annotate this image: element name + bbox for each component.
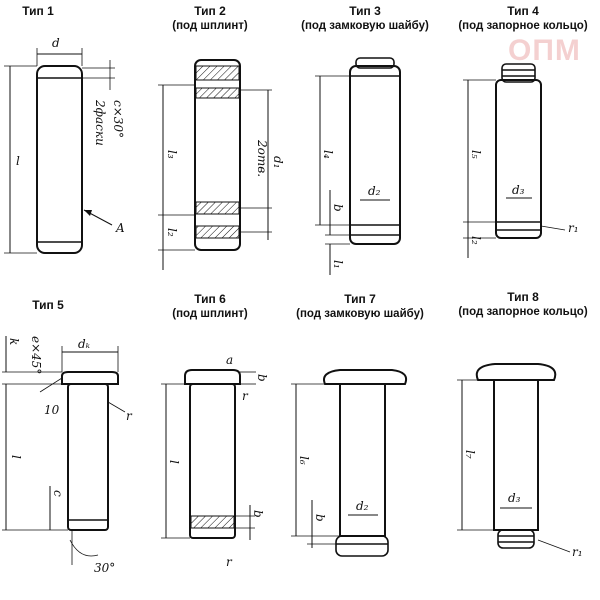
caption-title: Тип 3 bbox=[349, 4, 381, 18]
label-l5: l₅ bbox=[469, 150, 483, 159]
label-d2-type7: d₂ bbox=[356, 499, 369, 513]
pin-type-1 bbox=[4, 48, 115, 254]
caption-type-1: Тип 1 bbox=[8, 4, 68, 19]
label-k: k bbox=[7, 338, 21, 345]
label-l3: l₃ bbox=[165, 150, 179, 159]
label-d1: d₁ bbox=[271, 156, 285, 169]
caption-subtitle: (под замковую шайбу) bbox=[296, 308, 424, 320]
caption-type-2: Тип 2 (под шплинт) bbox=[150, 4, 270, 34]
label-chamfer-c30: c×30° bbox=[111, 100, 125, 138]
label-b-type6: b bbox=[251, 510, 265, 518]
caption-title: Тип 7 bbox=[344, 292, 376, 306]
caption-subtitle: (под запорное кольцо) bbox=[458, 20, 588, 32]
label-l4: l₄ bbox=[321, 150, 335, 159]
label-10: 10 bbox=[44, 403, 60, 417]
label-r-type5: r bbox=[126, 409, 133, 423]
label-r-type6: r bbox=[242, 389, 249, 403]
label-ex45: e×45° bbox=[29, 336, 43, 374]
label-r-type6-bottom: r bbox=[226, 555, 233, 569]
label-r1-type8: r₁ bbox=[572, 545, 583, 559]
pin-type-8 bbox=[457, 363, 571, 553]
label-b-type7: b bbox=[313, 514, 327, 522]
pin-type-5 bbox=[2, 336, 126, 565]
label-two-chamfers: 2фаски bbox=[93, 99, 107, 146]
pin-type-7 bbox=[291, 369, 408, 557]
pin-type-6 bbox=[161, 369, 256, 540]
caption-title: Тип 1 bbox=[22, 4, 54, 18]
caption-title: Тип 5 bbox=[32, 298, 64, 312]
label-b-type3: b bbox=[331, 204, 345, 212]
label-l6: l₆ bbox=[297, 456, 311, 465]
label-d-type1: d bbox=[52, 36, 60, 50]
caption-title: Тип 2 bbox=[194, 4, 226, 18]
label-lh: l bbox=[167, 460, 181, 464]
label-b-type6-top: b bbox=[255, 374, 269, 382]
pin-type-4 bbox=[463, 63, 566, 258]
caption-title: Тип 6 bbox=[194, 292, 226, 306]
pin-type-3 bbox=[315, 57, 401, 275]
label-c-type5: c bbox=[51, 490, 65, 497]
pin-type-2 bbox=[158, 59, 272, 270]
label-dk: dₖ bbox=[78, 337, 91, 351]
caption-type-8: Тип 8 (под запорное кольцо) bbox=[446, 290, 600, 320]
label-d3-type8: d₃ bbox=[508, 491, 521, 505]
label-l2: l₂ bbox=[165, 228, 179, 237]
label-two-holes: 2отв. bbox=[255, 139, 269, 177]
watermark-logo: ОПМ bbox=[508, 34, 581, 67]
label-l2-type4: l₂ bbox=[469, 236, 483, 245]
caption-type-5: Тип 5 bbox=[18, 298, 78, 313]
caption-subtitle: (под запорное кольцо) bbox=[458, 306, 588, 318]
label-r1-type4: r₁ bbox=[568, 221, 579, 235]
label-A: A bbox=[115, 221, 125, 235]
label-l-type1: l bbox=[16, 154, 20, 168]
caption-subtitle: (под шплинт) bbox=[172, 308, 248, 320]
label-d2-type3: d₂ bbox=[368, 184, 381, 198]
label-a-type6: a bbox=[226, 353, 233, 367]
caption-title: Тип 8 bbox=[507, 290, 539, 304]
caption-subtitle: (под шплинт) bbox=[172, 20, 248, 32]
caption-title: Тип 4 bbox=[507, 4, 539, 18]
label-30deg: 30° bbox=[94, 561, 115, 575]
label-l-type5: l bbox=[9, 455, 23, 459]
caption-type-6: Тип 6 (под шплинт) bbox=[150, 292, 270, 322]
label-l7: l₇ bbox=[463, 450, 477, 459]
label-d3-type4: d₃ bbox=[512, 183, 525, 197]
caption-type-3: Тип 3 (под замковую шайбу) bbox=[285, 4, 445, 34]
caption-type-7: Тип 7 (под замковую шайбу) bbox=[280, 292, 440, 322]
caption-type-4: Тип 4 (под запорное кольцо) bbox=[446, 4, 600, 34]
label-l1-type3: l₁ bbox=[331, 260, 345, 269]
caption-subtitle: (под замковую шайбу) bbox=[301, 20, 429, 32]
